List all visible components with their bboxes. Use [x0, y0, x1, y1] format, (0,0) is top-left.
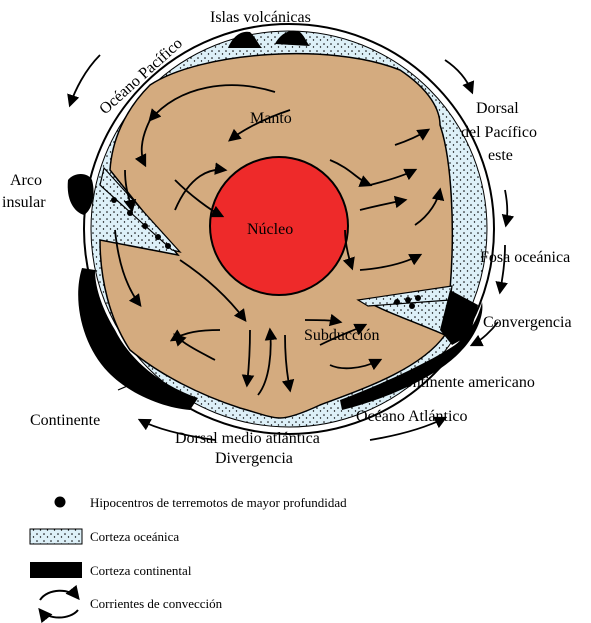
- label-convergencia: Convergencia: [483, 314, 572, 331]
- label-arco-2: insular: [2, 194, 46, 211]
- legend-continental-swatch: [30, 562, 82, 578]
- label-fosa-oceanica: Fosa oceánica: [480, 249, 570, 266]
- label-dorsal-3: este: [488, 147, 513, 164]
- label-dorsal-2: del Pacífico: [461, 124, 537, 141]
- label-manto: Manto: [250, 110, 292, 127]
- label-continente-americano: Continente americano: [394, 374, 535, 391]
- label-subduccion: Subducción: [304, 327, 380, 344]
- label-continente: Continente: [30, 412, 100, 429]
- legend-corteza-continental: Corteza continental: [90, 563, 192, 578]
- legend-hypocenter-dot: [55, 497, 66, 508]
- label-oceano-atlantico: Océano Atlántico: [356, 408, 468, 425]
- legend: Hipocentros de terremotos de mayor profu…: [30, 495, 347, 618]
- legend-hipocentros: Hipocentros de terremotos de mayor profu…: [90, 495, 347, 510]
- label-divergencia: Divergencia: [215, 450, 293, 467]
- legend-oceanic-swatch: [30, 529, 82, 544]
- label-arco-1: Arco: [10, 172, 42, 189]
- legend-corrientes: Corrientes de convección: [90, 596, 223, 611]
- label-dorsal-1: Dorsal: [476, 100, 519, 117]
- label-islas-volcanicas: Islas volcánicas: [210, 9, 311, 26]
- label-dorsal-atlantica: Dorsal medio atlántica: [175, 430, 320, 447]
- label-nucleo: Núcleo: [247, 221, 293, 238]
- legend-corteza-oceanica: Corteza oceánica: [90, 529, 179, 544]
- legend-convection-icon: [40, 591, 78, 618]
